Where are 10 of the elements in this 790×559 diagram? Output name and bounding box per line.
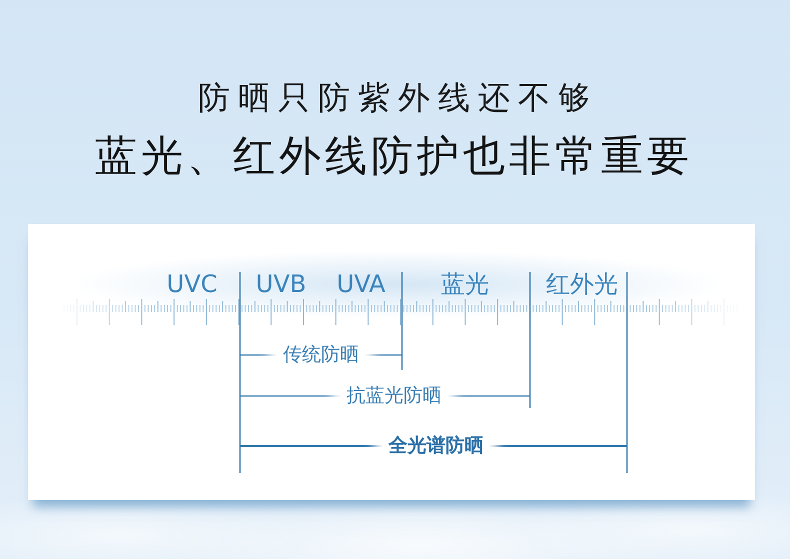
band-label: UVB [256,270,306,298]
band-label: 蓝光 [441,270,489,298]
range-label: 全光谱防晒 [382,436,490,456]
heading-text: 防晒只防紫外线还不够 [198,80,598,116]
range-label: 传统防晒 [277,344,365,366]
band-label: UVA [336,270,386,298]
subheading-text: 蓝光、红外线防护也非常重要 [95,132,693,180]
band-label: UVC [166,270,218,298]
range-label: 抗蓝光防晒 [340,386,448,406]
band-label: 红外光 [546,270,618,298]
